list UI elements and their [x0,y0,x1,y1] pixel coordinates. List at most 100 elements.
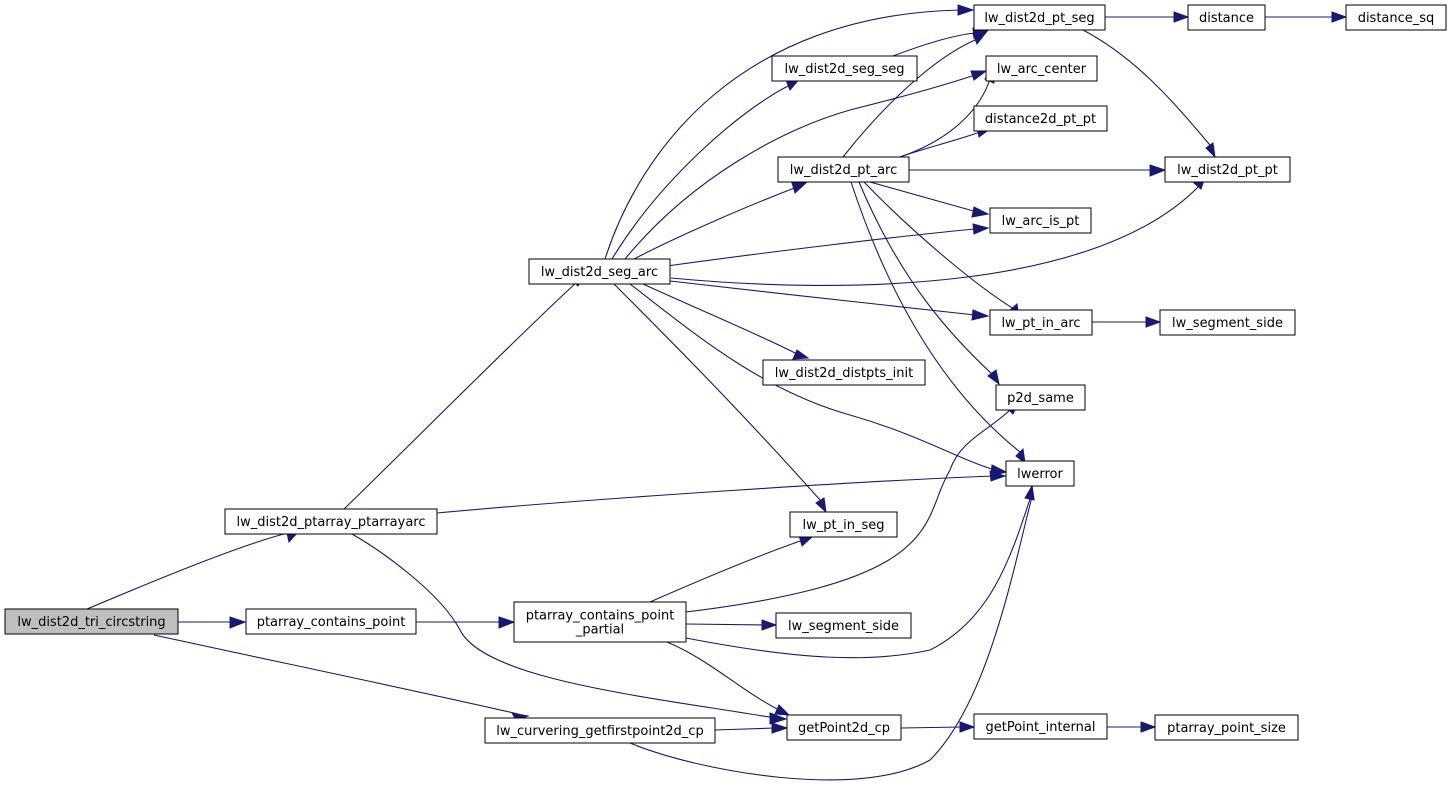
node-label: ptarray_point_size [1167,721,1286,736]
node-lw-dist2d-seg-arc[interactable]: lw_dist2d_seg_arc [528,258,671,285]
node-lw-dist2d-pt-arc[interactable]: lw_dist2d_pt_arc [777,156,910,183]
call-edge-line [842,39,976,158]
call-edge-line [714,727,776,731]
call-edge-arrowhead [771,722,789,734]
call-edge-arrowhead [1173,11,1190,23]
call-edge-line [858,181,994,376]
node-label: lw_pt_in_arc [1001,316,1080,331]
node-lw-segment-side[interactable]: lw_segment_side [775,612,912,639]
call-edge-arrowhead [1149,164,1167,177]
node-p2d-same[interactable]: p2d_same [995,384,1086,411]
call-edge-arrowhead [815,497,827,514]
node-box [762,359,926,386]
call-edge-arrowhead [959,721,976,733]
node-lw-arc-is-pt[interactable]: lw_arc_is_pt [989,207,1092,234]
node-ptarray-point-size[interactable]: ptarray_point_size [1154,714,1299,741]
call-edge [685,484,1035,659]
call-edge-line [629,283,996,471]
node-getPoint2d-cp[interactable]: getPoint2d_cp [786,714,902,741]
call-edge-line [670,184,1201,286]
node-box [973,4,1106,31]
node-label: lw_segment_side [788,619,899,634]
node-box [973,105,1108,132]
node-lw-pt-in-arc[interactable]: lw_pt_in_arc [989,309,1093,336]
node-label: ptarray_contains_point [257,615,406,630]
node-box [989,309,1093,336]
call-edge [714,722,789,734]
call-edge-line [669,280,976,316]
node-box [989,207,1092,234]
node-lw-dist2d-pt-seg[interactable]: lw_dist2d_pt_seg [973,4,1106,31]
call-edge-line [642,283,798,355]
node-distance2d-pt-pt[interactable]: distance2d_pt_pt [973,105,1108,132]
node-box [789,511,898,538]
node-box [771,55,918,82]
call-edge-arrowhead [957,4,975,16]
call-edge [892,27,990,57]
call-edge-arrowhead [987,369,1000,386]
node-lw-curvering-getfirstpoint2d-cp[interactable]: lw_curvering_getfirstpoint2d_cp [484,717,716,744]
call-edge [629,283,1008,477]
call-edge-arrowhead [971,206,990,218]
call-edge-line [611,84,791,260]
call-edge-line [153,634,519,715]
node-box [484,717,716,744]
call-graph-nodes: lw_dist2d_tri_circstring lw_dist2d_ptarra… [4,4,1447,744]
node-label: distance [1199,11,1254,26]
call-edge-line [892,32,976,57]
call-edge-arrowhead [791,181,809,194]
node-lw-dist2d-seg-seg[interactable]: lw_dist2d_seg_seg [771,55,918,82]
node-ptarray-contains-point[interactable]: ptarray_contains_point [245,608,417,635]
call-edge [633,181,809,260]
node-label: distance_sq [1358,11,1435,26]
call-edge-line [86,531,293,610]
call-edge [86,530,301,610]
call-edge-line [633,186,798,260]
call-edge [1107,721,1157,733]
call-edge-line [899,78,991,158]
call-edge-arrowhead [1331,11,1348,23]
call-edge [436,470,1007,514]
node-box [777,156,910,183]
call-edge [900,721,976,733]
node-box [786,714,902,741]
node-lw-dist2d-ptarray-ptarrayarc[interactable]: lw_dist2d_ptarray_ptarrayarc [224,508,438,535]
node-distance[interactable]: distance [1187,4,1266,31]
node-lw-segment-side[interactable]: lw_segment_side [1159,309,1296,336]
call-edge-line [343,281,578,510]
node-lw-dist2d-pt-pt[interactable]: lw_dist2d_pt_pt [1164,156,1291,183]
call-edge-line [685,498,1031,659]
call-edge-arrowhead [971,309,990,321]
node-label: lw_dist2d_seg_seg [784,62,904,77]
call-edge-line [685,408,1012,613]
call-edge-line [1082,29,1211,146]
call-edge [685,399,1021,613]
call-edge [858,181,1000,386]
call-edge-arrowhead [990,464,1008,477]
node-ptarray-contains-point-partial[interactable]: ptarray_contains_point_partial [513,601,687,643]
node-label: lw_dist2d_tri_circstring [17,615,165,630]
call-edge-line [850,181,1021,453]
node-box [775,612,912,639]
call-edge [909,164,1167,177]
node-lw-dist2d-distpts-init[interactable]: lw_dist2d_distpts_init [762,359,926,386]
node-distance-sq[interactable]: distance_sq [1345,4,1447,31]
node-label: lw_dist2d_distpts_init [775,366,913,381]
node-lw-pt-in-seg[interactable]: lw_pt_in_seg [789,511,898,538]
call-edge [842,29,990,158]
node-label: ptarray_contains_point [526,609,675,624]
node-lw-arc-center[interactable]: lw_arc_center [985,55,1098,82]
node-lwerror[interactable]: lwerror [1005,460,1075,487]
node-box [513,601,687,643]
node-lw-dist2d-tri-circstring: lw_dist2d_tri_circstring [4,608,179,635]
node-label: distance2d_pt_pt [985,112,1096,127]
node-getPoint-internal[interactable]: getPoint_internal [973,713,1108,740]
node-box [973,713,1108,740]
call-edge-arrowhead [1205,142,1216,159]
call-edge [611,76,803,260]
node-label: lw_segment_side [1172,316,1283,331]
call-edge [1082,29,1216,159]
call-edge [850,181,1026,465]
node-box [1159,309,1296,336]
